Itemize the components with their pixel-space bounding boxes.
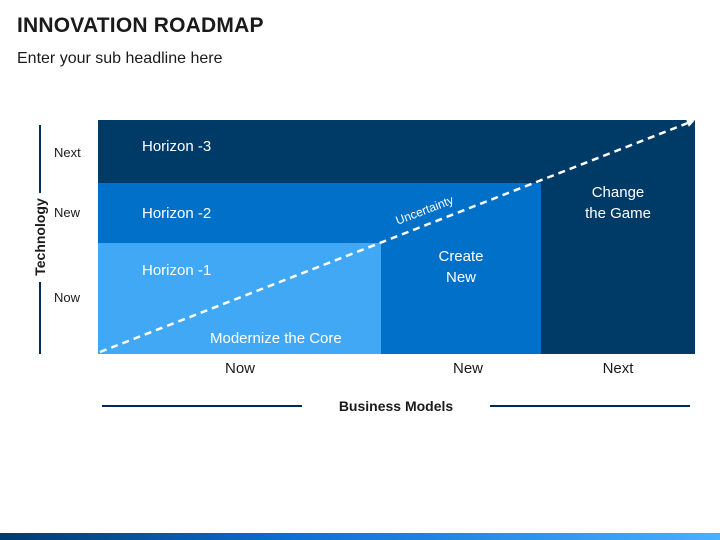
x-axis-line-left	[102, 405, 302, 407]
change-game-label: Change the Game	[541, 182, 695, 224]
page-title: INNOVATION ROADMAP	[17, 14, 264, 37]
change-game-line-2: the Game	[585, 205, 651, 222]
change-the-game-block	[541, 183, 695, 354]
x-axis-line-right	[490, 405, 690, 407]
horizon-1-label: Horizon -1	[142, 262, 212, 279]
change-game-line-1: Change	[591, 184, 645, 201]
x-axis-label: Business Models	[338, 398, 454, 414]
y-tick-new: New	[54, 205, 81, 220]
x-tick-new: New	[452, 360, 483, 377]
page-subtitle: Enter your sub headline here	[17, 50, 223, 67]
x-tick-next: Next	[602, 360, 634, 377]
create-new-block	[381, 243, 541, 354]
uncertainty-arrow	[99, 119, 695, 354]
modernize-core-label: Modernize the Core	[210, 330, 342, 347]
uncertainty-label: Uncertainty	[394, 193, 456, 228]
y-axis-line-bottom	[39, 282, 41, 354]
create-new-line-1: Create	[438, 248, 484, 265]
horizon-3-band	[98, 120, 695, 183]
y-tick-next: Next	[54, 145, 81, 160]
horizon-2-band	[98, 183, 541, 243]
create-new-line-2: New	[445, 269, 476, 286]
y-axis-line-top	[39, 125, 41, 193]
horizon-2-label: Horizon -2	[142, 205, 212, 222]
x-tick-now: Now	[224, 360, 255, 377]
horizon-3-label: Horizon -3	[142, 138, 212, 155]
y-tick-now: Now	[54, 290, 81, 305]
footer-gradient-bar	[0, 533, 720, 540]
create-new-label: Create New	[381, 246, 541, 288]
